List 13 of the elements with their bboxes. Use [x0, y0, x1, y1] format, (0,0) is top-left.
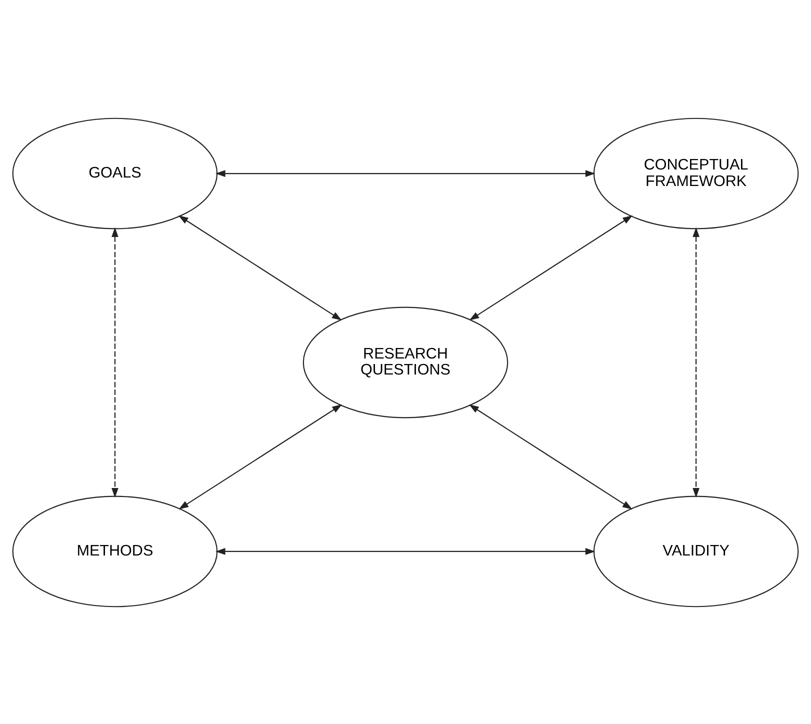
node-ellipse: RESEARCH QUESTIONS — [302, 306, 508, 418]
arrow — [215, 548, 596, 554]
node-ellipse: VALIDITY — [593, 495, 799, 607]
arrow — [469, 214, 633, 320]
node-ellipse: CONCEPTUAL FRAMEWORK — [593, 117, 799, 229]
arrow — [468, 404, 632, 509]
node-ellipse: METHODS — [12, 495, 218, 607]
arrow — [178, 404, 342, 509]
arrow — [178, 214, 342, 320]
arrow — [215, 170, 596, 176]
node-ellipse: GOALS — [12, 117, 218, 229]
arrow — [112, 226, 118, 498]
arrow — [692, 226, 700, 498]
